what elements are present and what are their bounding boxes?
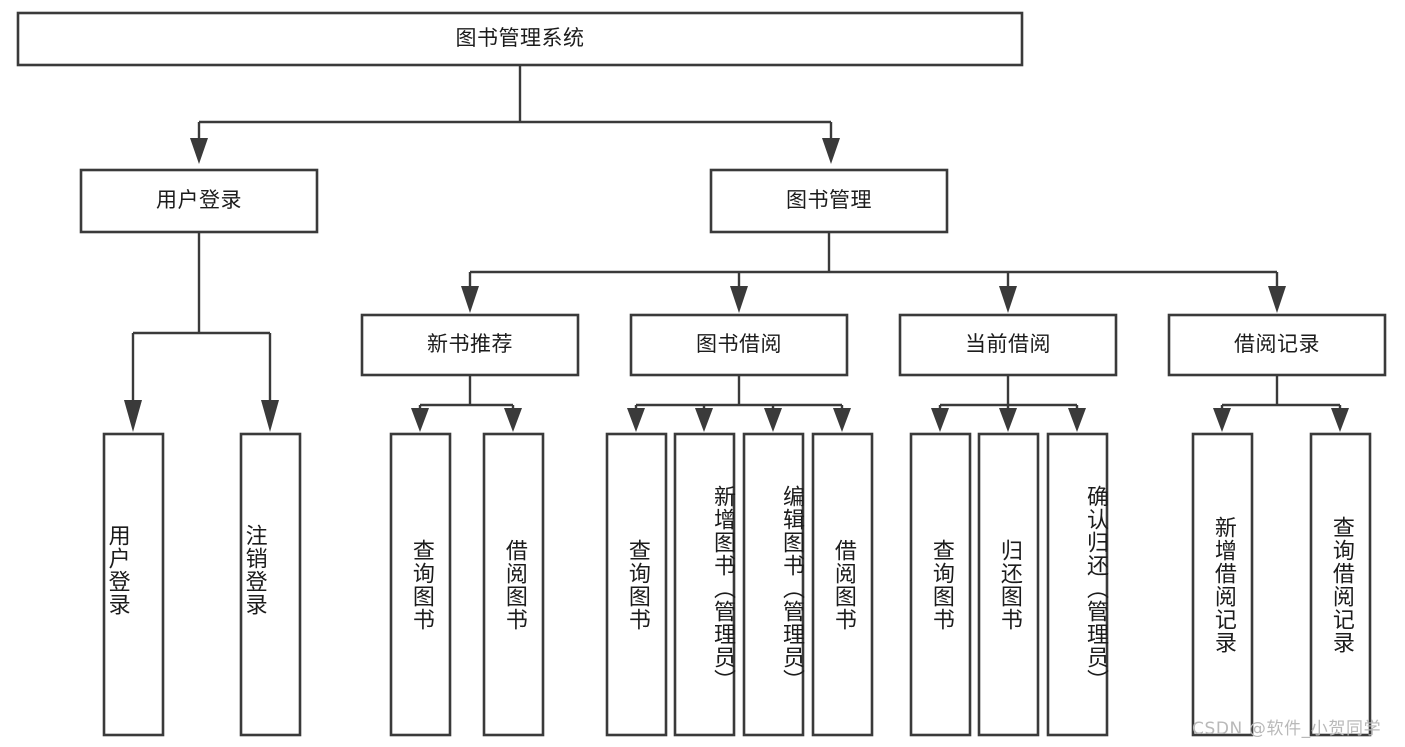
node-box-current-borrow[interactable] bbox=[898, 313, 1118, 377]
connector-book-borrow-to-leaves bbox=[634, 375, 844, 412]
node-box-leaf-borrow-book-1[interactable] bbox=[482, 432, 545, 737]
node-box-leaf-query-book-2[interactable] bbox=[605, 432, 668, 737]
node-box-leaf-return-book[interactable] bbox=[977, 432, 1040, 737]
connector-user-login-to-leaves bbox=[131, 232, 272, 400]
arrow-head-leaf-add-book bbox=[695, 408, 713, 432]
node-box-leaf-query-book-1[interactable] bbox=[389, 432, 452, 737]
connector-book-manage-to-level3 bbox=[468, 232, 1279, 288]
node-box-leaf-add-book[interactable] bbox=[673, 432, 736, 737]
node-box-user-login[interactable] bbox=[79, 168, 319, 234]
node-box-leaf-confirm-return[interactable] bbox=[1046, 432, 1109, 737]
node-box-borrow-record[interactable] bbox=[1167, 313, 1387, 377]
arrow-head-to-user-login bbox=[190, 138, 208, 164]
node-box-leaf-edit-book[interactable] bbox=[742, 432, 805, 737]
node-box-leaf-add-record[interactable] bbox=[1191, 432, 1254, 737]
node-box-leaf-user-login[interactable] bbox=[102, 432, 165, 737]
connector-new-book-rec-to-leaves bbox=[418, 375, 515, 412]
arrow-head-leaf-user-login bbox=[124, 400, 142, 432]
node-box-leaf-query-record[interactable] bbox=[1309, 432, 1372, 737]
arrow-head-to-current-borrow bbox=[999, 286, 1017, 313]
arrow-head-leaf-logout bbox=[261, 400, 279, 432]
arrow-head-leaf-borrow-book-2 bbox=[833, 408, 851, 432]
node-box-leaf-borrow-book-2[interactable] bbox=[811, 432, 874, 737]
arrow-head-leaf-query-book-3 bbox=[931, 408, 949, 432]
arrow-head-leaf-query-record bbox=[1331, 408, 1349, 432]
arrow-head-leaf-query-book-2 bbox=[627, 408, 645, 432]
arrow-head-to-book-manage bbox=[822, 138, 840, 164]
connector-borrow-record-to-leaves bbox=[1220, 375, 1342, 412]
connector-current-borrow-to-leaves bbox=[938, 375, 1079, 412]
arrow-head-leaf-add-record bbox=[1213, 408, 1231, 432]
arrow-head-leaf-query-book-1 bbox=[411, 408, 429, 432]
node-box-root[interactable] bbox=[16, 11, 1024, 67]
arrow-head-leaf-borrow-book-1 bbox=[504, 408, 522, 432]
connector-root-to-level2 bbox=[197, 65, 833, 140]
arrow-head-to-borrow-record bbox=[1268, 286, 1286, 313]
arrow-head-leaf-return-book bbox=[999, 408, 1017, 432]
arrow-head-leaf-edit-book bbox=[764, 408, 782, 432]
node-box-leaf-logout[interactable] bbox=[239, 432, 302, 737]
arrow-head-to-book-borrow bbox=[730, 286, 748, 313]
arrow-head-to-new-book-rec bbox=[461, 286, 479, 313]
node-box-leaf-query-book-3[interactable] bbox=[909, 432, 972, 737]
node-box-book-borrow[interactable] bbox=[629, 313, 849, 377]
arrow-head-leaf-confirm-return bbox=[1068, 408, 1086, 432]
node-box-book-manage[interactable] bbox=[709, 168, 949, 234]
node-box-new-book-rec[interactable] bbox=[360, 313, 580, 377]
